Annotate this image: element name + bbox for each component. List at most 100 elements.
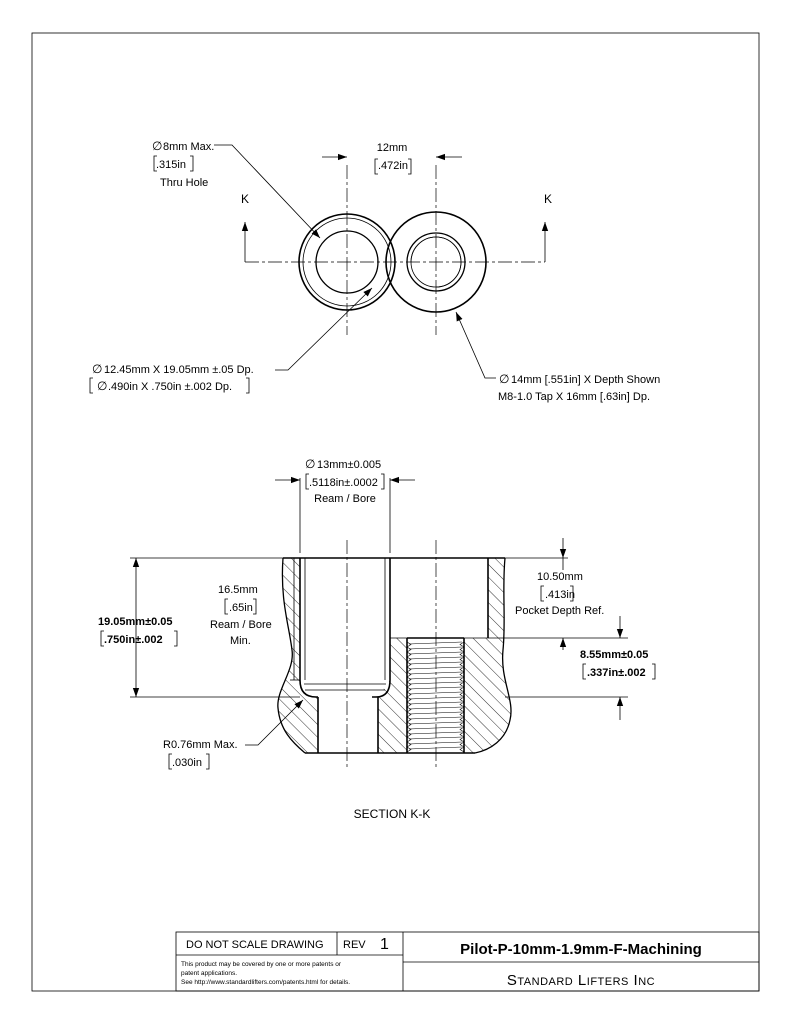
thread-tooth-right (459, 736, 465, 743)
patent-line-3: See http://www.standardlifters.com/paten… (181, 979, 350, 986)
thread-tooth-right (459, 711, 465, 718)
thread-line (408, 651, 463, 655)
thread-tooth-left (406, 726, 412, 733)
diameter-symbol-icon: ∅ (152, 139, 162, 153)
dim-overall-in: .750in±.002 (104, 634, 163, 646)
diameter-symbol-icon: ∅ (305, 457, 315, 471)
callout-thru-hole: ∅ 8mm Max. .315in Thru Hole (152, 139, 321, 239)
thread-line (408, 666, 463, 670)
thread-tooth-right (459, 681, 465, 688)
diameter-symbol-icon: ∅ (499, 372, 509, 386)
dim-overall-mm: 19.05mm±0.05 (98, 616, 173, 628)
thread-tooth-right (459, 706, 465, 713)
thread-line (408, 701, 463, 705)
thread-tooth-right (459, 646, 465, 653)
section-mark-left: K (241, 192, 249, 206)
svg-text:8mm Max.: 8mm Max. (163, 141, 214, 153)
section-mark-right: K (544, 192, 552, 206)
thread-line (408, 706, 463, 710)
hatch-middle (378, 638, 407, 753)
hatch-right (464, 558, 512, 753)
thread-tooth-left (406, 721, 412, 728)
dim-ream-dia-mm: 13mm±0.005 (317, 459, 381, 471)
thread-tooth-right (459, 676, 465, 683)
thread-tooth-left (406, 691, 412, 698)
thread-tooth-left (406, 661, 412, 668)
thread-line (408, 661, 463, 665)
thread-line (408, 741, 463, 745)
callout-bore: ∅ 12.45mm X 19.05mm ±.05 Dp. ∅ .490in X … (89, 287, 373, 394)
company-name: Standard Lifters Inc (507, 972, 655, 989)
svg-text:M8-1.0 Tap X 16mm [.63in] Dp.: M8-1.0 Tap X 16mm [.63in] Dp. (498, 391, 650, 403)
thread-line (408, 656, 463, 660)
title-block: DO NOT SCALE DRAWING REV 1 Pilot-P-10mm-… (175, 931, 760, 992)
svg-text:.315in: .315in (156, 159, 186, 171)
thread-tooth-right (459, 671, 465, 678)
thread-line (408, 711, 463, 715)
callout-radius-in: .030in (172, 757, 202, 769)
dim-ream-dia-label: Ream / Bore (314, 493, 376, 505)
thread-tooth-right (459, 721, 465, 728)
dim-lower-mm: 8.55mm±0.05 (580, 649, 648, 661)
thread-tooth-left (406, 686, 412, 693)
thread-line (408, 646, 463, 650)
callout-radius-mm: R0.76mm Max. (163, 739, 238, 751)
thread-tooth-left (406, 701, 412, 708)
thread-tooth-right (459, 666, 465, 673)
thread-line (408, 691, 463, 695)
patent-line-2: patent applications. (181, 970, 237, 977)
thread-tooth-right (459, 651, 465, 658)
dim-spacing-mm: 12mm (377, 142, 408, 154)
thread-tooth-left (406, 671, 412, 678)
tapped-hole (385, 211, 487, 313)
thread-tooth-left (406, 651, 412, 658)
thread-tooth-right (459, 741, 465, 748)
thread-tooth-left (406, 731, 412, 738)
thread-tooth-right (459, 661, 465, 668)
svg-text:14mm [.551in] X Depth Shown: 14mm [.551in] X Depth Shown (511, 374, 660, 386)
dim-ream-depth-mm: 16.5mm (218, 584, 258, 596)
do-not-scale-label: DO NOT SCALE DRAWING (186, 939, 324, 951)
thread-line (408, 641, 463, 645)
thread-tooth-right (459, 716, 465, 723)
thread-tooth-left (406, 666, 412, 673)
dim-ream-depth-label: Ream / Bore (210, 619, 272, 631)
dim-pocket-mm: 10.50mm (537, 571, 583, 583)
thread-line (408, 681, 463, 685)
thread-line (408, 676, 463, 680)
diameter-symbol-icon: ∅ (92, 362, 102, 376)
thread-tooth-left (406, 656, 412, 663)
thread-line (408, 696, 463, 700)
thread-tooth-right (459, 686, 465, 693)
thread-tooth-left (406, 706, 412, 713)
thread-tooth-left (406, 716, 412, 723)
bore-hole (298, 213, 396, 311)
sheet-border (31, 32, 760, 992)
section-label: SECTION K-K (354, 807, 431, 821)
thread-tooth-right (459, 696, 465, 703)
thread-tooth-right (459, 691, 465, 698)
thread-tooth-left (406, 746, 412, 753)
thread-tooth-right (459, 641, 465, 648)
svg-text:Thru Hole: Thru Hole (160, 177, 208, 189)
dim-ream-depth-min: Min. (230, 635, 251, 647)
thread-tooth-left (406, 646, 412, 653)
dim-pocket-in: .413in (545, 589, 575, 601)
hatch-left (277, 558, 318, 753)
svg-text:12.45mm X 19.05mm ±.05 Dp.: 12.45mm X 19.05mm ±.05 Dp. (104, 364, 254, 376)
dim-ream-depth-in: .65in (229, 602, 253, 614)
thread-tooth-right (459, 656, 465, 663)
thread-tooth-left (406, 676, 412, 683)
thread-line (408, 716, 463, 720)
thread-tooth-right (459, 731, 465, 738)
thread-tooth-right (459, 746, 465, 753)
dim-spacing-in: .472in (378, 160, 408, 172)
section-view: ∅ 13mm±0.005 .5118in±.0002 Ream / Bore 1… (98, 457, 656, 821)
diameter-symbol-icon: ∅ (97, 379, 107, 393)
part-name: Pilot-P-10mm-1.9mm-F-Machining (460, 941, 702, 958)
thread-line (408, 746, 463, 750)
thread-tooth-right (459, 701, 465, 708)
top-view: K K 12mm .472in ∅ 8mm Max. .315in Thru H… (89, 139, 660, 403)
thread-tooth-left (406, 711, 412, 718)
